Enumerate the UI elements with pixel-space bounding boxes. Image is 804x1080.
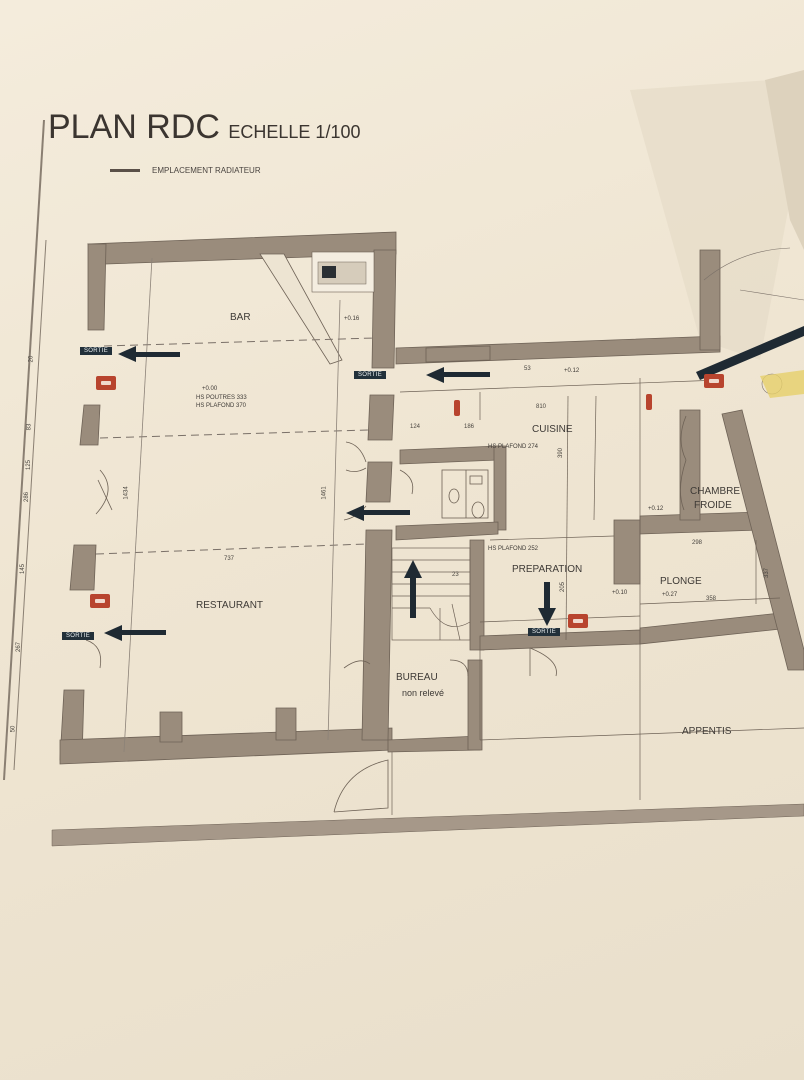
room-froide: FROIDE bbox=[694, 500, 732, 511]
dim-124: 124 bbox=[410, 424, 421, 430]
dim-337: 337 bbox=[764, 567, 771, 579]
room-plonge: PLONGE bbox=[660, 576, 702, 587]
arrow-stair-up bbox=[404, 560, 422, 618]
left-dim-0: 20 bbox=[28, 355, 35, 363]
bar-level: +0.00 bbox=[202, 386, 218, 392]
room-bureau-note: non relevé bbox=[402, 688, 445, 698]
left-dim-6: 50 bbox=[10, 725, 17, 733]
arrow-top-right bbox=[696, 326, 804, 380]
extinguisher-icon-bar bbox=[96, 376, 116, 390]
exit-arrows bbox=[104, 326, 804, 641]
exit-sign-bar: SORTIE bbox=[80, 347, 113, 355]
extinguisher-icon-restaurant bbox=[90, 594, 110, 608]
plan-scale: ECHELLE 1/100 bbox=[228, 122, 361, 142]
dim-810: 810 bbox=[536, 404, 547, 410]
kitchen-lines bbox=[391, 378, 804, 815]
corridor-level: +0.12 bbox=[564, 368, 580, 374]
dim-186: 186 bbox=[464, 424, 475, 430]
doors-left bbox=[85, 469, 113, 669]
paper-fold bbox=[630, 80, 790, 360]
prep-level: +0.10 bbox=[612, 590, 628, 596]
dim-390: 390 bbox=[558, 447, 565, 459]
exit-sign-corridor: SORTIE bbox=[354, 371, 387, 379]
legend: EMPLACEMENT RADIATEUR bbox=[110, 166, 261, 175]
left-dim-3: 286 bbox=[24, 491, 31, 503]
boiler-panel-icon bbox=[322, 266, 336, 278]
left-scale-line bbox=[3, 119, 45, 781]
left-dimension-line bbox=[13, 239, 47, 771]
room-cuisine: CUISINE bbox=[532, 424, 573, 435]
staircase bbox=[391, 547, 471, 641]
bar-counter bbox=[259, 253, 343, 365]
room-chambre: CHAMBRE bbox=[690, 486, 741, 497]
room-restaurant: RESTAURANT bbox=[196, 600, 264, 611]
dim-205: 205 bbox=[560, 581, 567, 593]
plonge-level: +0.27 bbox=[662, 592, 678, 598]
cuisine-hs-plafond: HS PLAFOND 274 bbox=[488, 444, 539, 450]
left-dim-4: 145 bbox=[20, 563, 27, 575]
arrow-corridor-exit bbox=[426, 367, 490, 383]
grid-lines bbox=[123, 257, 341, 753]
arrow-wc-exit bbox=[346, 505, 410, 521]
bar-hs-poutres: HS POUTRES 333 bbox=[196, 395, 247, 401]
exit-sign-restaurant: SORTIE bbox=[62, 632, 95, 640]
room-appentis: APPENTIS bbox=[682, 726, 732, 737]
legend-label: EMPLACEMENT RADIATEUR bbox=[152, 166, 261, 175]
ground-line bbox=[51, 803, 804, 847]
extinguisher-icon-right bbox=[704, 374, 724, 388]
doors-corridor bbox=[333, 415, 687, 813]
arrow-prep-down bbox=[538, 582, 556, 626]
bar-hs-plafond: HS PLAFOND 370 bbox=[196, 403, 247, 409]
left-dim-5: 267 bbox=[16, 641, 23, 653]
plan-title: PLAN RDC ECHELLE 1/100 bbox=[48, 108, 360, 147]
dim-737: 737 bbox=[224, 556, 235, 562]
dim-358: 358 bbox=[706, 596, 717, 602]
arrow-restaurant-exit bbox=[104, 625, 166, 641]
dim-1434: 1434 bbox=[123, 486, 130, 500]
plan-title-main: PLAN RDC bbox=[48, 108, 220, 146]
preparation-hs-plafond: HS PLAFOND 252 bbox=[488, 546, 539, 552]
chambre-level: +0.12 bbox=[648, 506, 664, 512]
radiator-swatch bbox=[110, 169, 140, 172]
dim-1461: 1461 bbox=[321, 486, 328, 500]
dim-298: 298 bbox=[692, 540, 703, 546]
room-bar: BAR bbox=[230, 312, 251, 323]
room-bureau: BUREAU bbox=[396, 672, 438, 683]
extinguisher-pins bbox=[454, 394, 652, 416]
arrow-bar-exit bbox=[118, 346, 180, 362]
dim-23: 23 bbox=[452, 572, 459, 578]
room-preparation: PREPARATION bbox=[512, 564, 583, 575]
left-dim-2: 125 bbox=[26, 459, 33, 471]
walls-main bbox=[59, 231, 397, 765]
paper-fold-edge bbox=[765, 70, 804, 250]
bar-step-level: +0.16 bbox=[344, 316, 360, 322]
dim-53: 53 bbox=[524, 366, 531, 372]
exit-sign-preparation: SORTIE bbox=[528, 628, 561, 636]
walls-kitchen bbox=[387, 249, 804, 753]
beam-lines bbox=[95, 337, 375, 555]
extinguisher-icon-prep bbox=[568, 614, 588, 628]
left-dim-1: 83 bbox=[26, 423, 33, 431]
yellow-tape bbox=[760, 370, 804, 398]
toilet-fixtures bbox=[441, 469, 489, 519]
